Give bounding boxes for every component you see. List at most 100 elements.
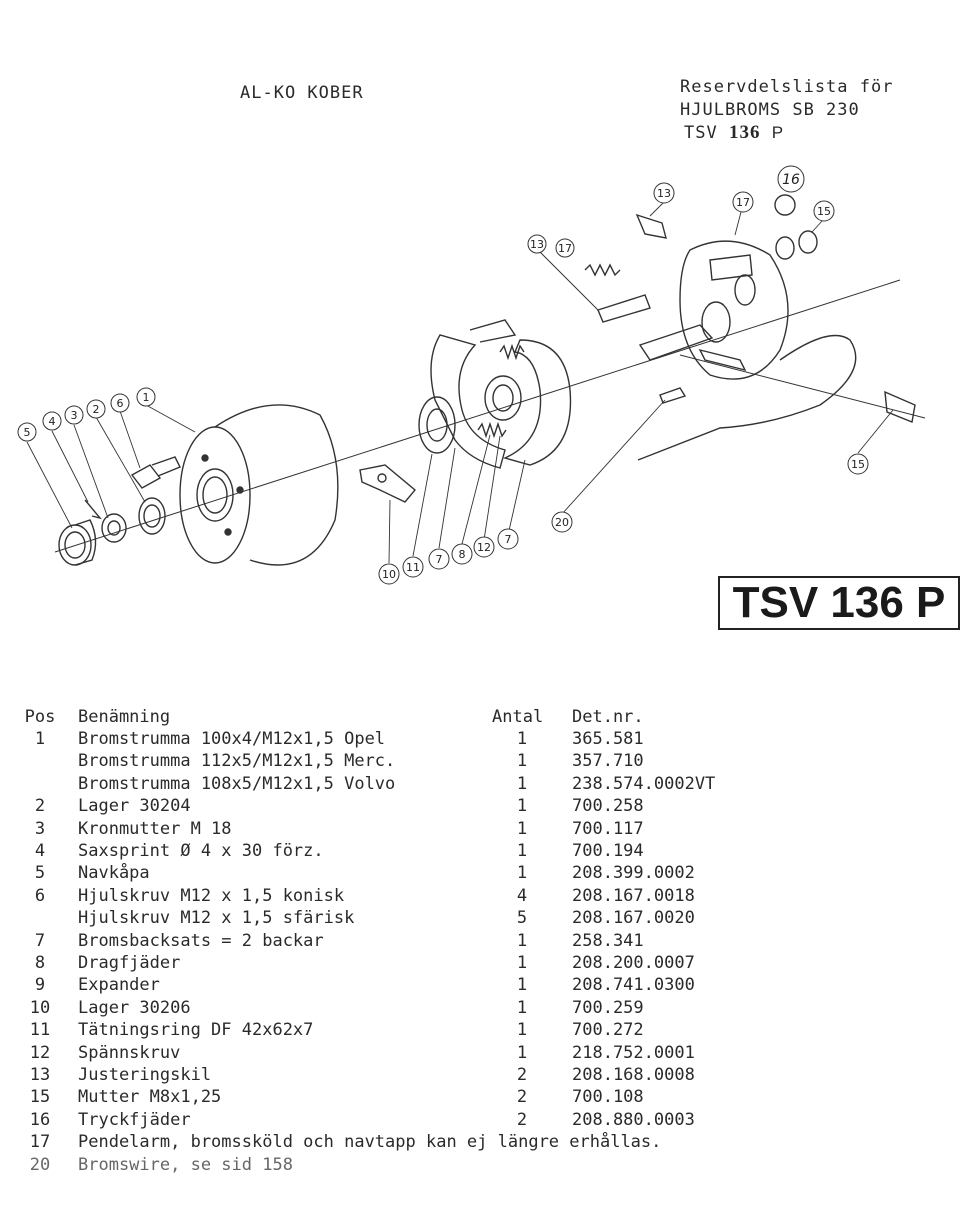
row-pos: 4	[34, 841, 46, 861]
row-name: Bromstrumma 112x5/M12x1,5 Merc.	[78, 751, 396, 772]
tension-spring-part	[477, 421, 507, 439]
row-name: Lager 30204	[78, 796, 191, 817]
row-qty: 5	[516, 908, 528, 929]
callout-13b: 15	[847, 453, 869, 475]
row-nr: 700.108	[572, 1087, 644, 1108]
svg-text:15: 15	[817, 205, 831, 218]
title-line-3-number: 136	[728, 122, 761, 143]
adjusting-wedge-lower-part	[884, 390, 916, 423]
row-qty: 1	[516, 975, 528, 996]
callout-1: 1	[136, 387, 156, 407]
callout-20: 20	[551, 511, 573, 533]
row-nr: 700.258	[572, 796, 644, 817]
callout-15a: 15	[813, 200, 835, 222]
row-pos: 7	[34, 930, 46, 951]
callout-9: 10	[378, 563, 400, 585]
row-name: Hjulskruv M12 x 1,5 konisk	[78, 885, 345, 906]
adjusting-wedge-upper-part	[635, 213, 667, 239]
row-nr: 208.880.0003	[572, 1109, 695, 1130]
callout-10: 11	[402, 556, 424, 578]
row-pos: 8	[34, 953, 46, 973]
row-name: Kronmutter M 18	[78, 818, 232, 839]
row-pos: 13	[29, 1065, 51, 1085]
row-qty: 1	[516, 930, 528, 951]
svg-text:12: 12	[477, 541, 491, 554]
row-nr: 700.117	[572, 818, 644, 839]
wheel-bolt-part	[130, 456, 181, 489]
row-pos: 20	[29, 1154, 51, 1175]
row-name: Hjulskruv M12 x 1,5 sfärisk	[78, 908, 355, 929]
row-qty: 1	[516, 729, 528, 749]
row-pos: 17	[29, 1132, 51, 1153]
svg-text:16: 16	[782, 172, 800, 188]
row-nr: 208.200.0007	[572, 953, 695, 973]
axle-centerline	[54, 279, 901, 553]
svg-text:10: 10	[382, 568, 396, 581]
nut-part-a	[775, 236, 795, 260]
svg-text:7: 7	[436, 553, 443, 566]
svg-text:4: 4	[49, 415, 56, 428]
row-qty: 1	[516, 1020, 528, 1041]
title-line-1: Reservdelslista för	[680, 77, 894, 97]
row-qty: 2	[516, 1109, 528, 1130]
row-name: Justeringskil	[78, 1065, 212, 1085]
row-nr: 208.167.0018	[572, 885, 695, 906]
header-name: Benämning	[78, 707, 171, 727]
row-name: Dragfjäder	[78, 953, 181, 973]
row-nr: 258.341	[572, 930, 644, 951]
row-name: Saxsprint Ø 4 x 30 förz.	[78, 841, 324, 861]
title-line-3-suffix: P	[771, 123, 785, 142]
row-name: Bromswire, se sid 158	[78, 1154, 293, 1175]
title-line-2: HJULBROMS SB 230	[680, 100, 860, 120]
callout-2: 2	[86, 399, 106, 419]
callout-16: 17	[555, 238, 575, 258]
row-qty: 2	[516, 1087, 528, 1108]
row-nr: 700.272	[572, 1020, 644, 1041]
row-qty: 1	[516, 1042, 528, 1063]
hub-cap-part	[58, 519, 97, 566]
row-qty: 1	[516, 953, 528, 973]
row-pos: 3	[34, 818, 46, 839]
row-name: Lager 30206	[78, 997, 191, 1018]
row-qty: 1	[516, 997, 528, 1018]
cotter-pin-part	[84, 499, 102, 520]
row-nr: 208.399.0002	[572, 863, 695, 884]
row-name: Tätningsring DF 42x62x7	[78, 1020, 314, 1041]
row-qty: 1	[516, 841, 528, 861]
svg-text:2: 2	[93, 403, 100, 416]
row-name: Mutter M8x1,25	[78, 1087, 222, 1108]
row-nr: 357.710	[572, 751, 644, 772]
cable-line	[679, 354, 926, 419]
callout-15b: 16	[777, 165, 805, 193]
upper-spring-part	[499, 343, 525, 361]
svg-text:7: 7	[505, 533, 512, 546]
row-pos: 5	[34, 863, 46, 884]
row-qty: 1	[516, 863, 528, 884]
header-nr: Det.nr.	[572, 707, 644, 727]
callout-4: 4	[42, 411, 62, 431]
row-nr: 218.752.0001	[572, 1042, 695, 1063]
row-name: Spännskruv	[78, 1042, 181, 1063]
expander-part	[359, 464, 416, 503]
row-nr: 238.574.0002VT	[572, 773, 716, 794]
svg-text:8: 8	[459, 548, 466, 561]
row-qty: 1	[516, 773, 528, 794]
header-qty: Antal	[492, 707, 544, 727]
spacer-circle	[774, 194, 796, 216]
row-pos: 11	[29, 1020, 51, 1041]
row-nr: 700.259	[572, 997, 644, 1018]
svg-text:1: 1	[143, 391, 150, 404]
row-qty: 1	[516, 796, 528, 817]
row-qty: 2	[516, 1065, 528, 1085]
callout-17: 17	[732, 191, 754, 213]
row-pos: 15	[29, 1087, 51, 1108]
manufacturer-name: AL-KO KOBER	[240, 83, 364, 103]
row-pos: 12	[29, 1042, 51, 1063]
svg-text:13: 13	[530, 238, 544, 251]
row-name: Navkåpa	[78, 863, 150, 884]
row-nr: 365.581	[572, 729, 644, 749]
row-name: Pendelarm, bromssköld och navtapp kan ej…	[78, 1132, 662, 1153]
title-line-3-prefix: TSV	[684, 123, 718, 143]
svg-text:15: 15	[851, 458, 865, 471]
brake-drum-part	[179, 404, 339, 566]
